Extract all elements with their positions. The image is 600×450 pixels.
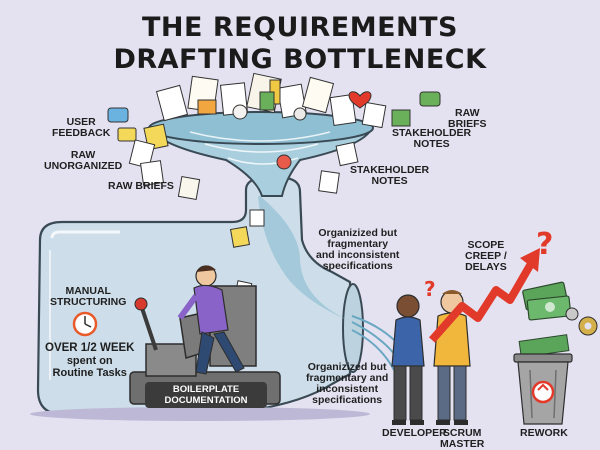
label-upper-specifications: Organizized but fragmentary and inconsis… bbox=[316, 227, 400, 272]
label-rework: REWORK bbox=[520, 427, 568, 439]
label-user-feedback: USER FEEDBACK bbox=[52, 116, 111, 139]
scrum-master-figure bbox=[433, 290, 471, 425]
label-stakeholder-notes-top: STAKEHOLDER NOTES bbox=[392, 127, 472, 150]
label-lower-specifications: Organizized but fragmentary and inconsis… bbox=[306, 361, 389, 406]
label-boilerplate-documentation: BOILERPLATE DOCUMENTATION bbox=[145, 382, 267, 408]
worker-figure bbox=[177, 265, 245, 375]
big-question-mark-icon: ? bbox=[536, 227, 553, 262]
trash-can-icon bbox=[513, 334, 573, 425]
label-raw-briefs-right: RAW BRIEFS bbox=[448, 107, 487, 130]
clock-icon bbox=[72, 311, 98, 337]
question-mark-icon: ? bbox=[424, 277, 436, 301]
title-line-1: THE REQUIREMENTS bbox=[141, 12, 459, 43]
developer-figure bbox=[391, 294, 425, 425]
label-stakeholder-notes-mid: STAKEHOLDER NOTES bbox=[350, 164, 430, 187]
title-line-2: DRAFTING BOTTLENECK bbox=[113, 44, 487, 75]
gear-icon bbox=[565, 307, 598, 336]
label-raw-unorganized: RAW UNORGANIZED bbox=[44, 149, 123, 172]
label-manual-structuring: MANUAL STRUCTURING bbox=[50, 285, 127, 308]
label-raw-briefs-left: RAW BRIEFS bbox=[108, 180, 174, 192]
paper-pile bbox=[155, 72, 357, 126]
scope-creep-arrow bbox=[429, 248, 540, 343]
label-scope-creep: SCOPE CREEP / DELAYS bbox=[465, 239, 507, 273]
label-developer: DEVELOPER bbox=[382, 427, 447, 439]
label-scrum-master: SCRUM MASTER bbox=[440, 427, 485, 450]
funnel bbox=[148, 111, 374, 197]
money-stack-icon bbox=[522, 281, 572, 321]
label-time-cost: OVER 1/2 WEEK spent on Routine Tasks bbox=[45, 342, 135, 379]
